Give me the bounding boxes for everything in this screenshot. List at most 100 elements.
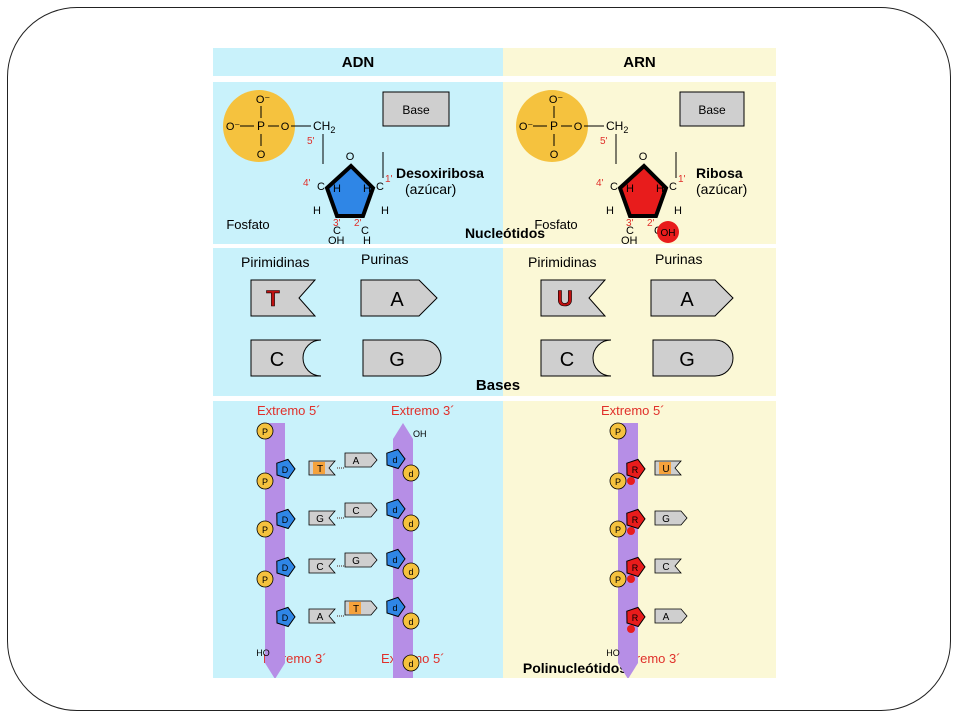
dna-ring-o: O (346, 151, 355, 163)
dna-left-phosphate-2 (256, 520, 274, 538)
dna-header-bg (213, 48, 503, 76)
dna-oh: OH (328, 235, 345, 244)
rna-phosphate-label-3: P (615, 575, 621, 585)
dna-right-base-1-shape (344, 502, 378, 518)
rna-sugar-label-3: R (632, 613, 639, 623)
dna-left-sugar-0 (276, 458, 296, 480)
rna-base-2-shape (654, 558, 682, 574)
rna-polynucleotide-panel (503, 401, 776, 678)
deoxyribose-pentagon (324, 163, 376, 218)
rna-header-bg (503, 48, 776, 76)
dna-base-a: A (390, 289, 404, 311)
rna-base-0-highlight (659, 462, 671, 474)
dna-right-base-1: C (352, 506, 359, 517)
dna-left-phosphate-label-1: P (262, 477, 268, 487)
dna-base-label: Base (402, 103, 430, 117)
rna-base-c-shape (540, 339, 612, 377)
dna-right-end3: Extremo 3´ (391, 403, 455, 418)
rna-header: ARN (623, 53, 656, 71)
dna-base-c-shape (250, 339, 322, 377)
bases-diagram: Pirimidinas Purinas Pirimidinas Purinas … (241, 251, 734, 394)
rna-phosphate-label-0: P (615, 427, 621, 437)
dna-left-base-3-shape (308, 608, 336, 624)
rna-c4-c: C (610, 181, 618, 193)
polynucleotides-title: Polinucleótidos (523, 660, 627, 676)
rna-sugar-0 (626, 458, 646, 480)
rna-p: P (550, 119, 558, 133)
rna-sugar-2 (626, 556, 646, 578)
dna-h4: H (333, 183, 341, 195)
rna-c4: 4' (596, 178, 604, 189)
rna-base-3-shape (654, 608, 688, 624)
dna-h1: H (363, 183, 371, 195)
dna-right-sugar-label-0: d (392, 455, 397, 465)
rna-sugar-note: (azúcar) (696, 181, 747, 197)
dna-base-box (382, 91, 450, 127)
ribose-pentagon (617, 163, 669, 218)
rna-base-c: C (560, 349, 574, 371)
rna-2oh-dot-2 (627, 575, 635, 583)
rna-phosphate-label-1: P (615, 477, 621, 487)
polynucleotides-diagram: Extremo 5´ Extremo 3´ Extremo 5´ Extremo… (256, 403, 688, 678)
rna-nucleotide: O⁻ P O⁻ O O Fosfato CH2 5' O C 4' C 1' H… (516, 90, 747, 244)
rna-sugar-1 (626, 508, 646, 530)
dna-pyrimidines-label: Pirimidinas (241, 254, 309, 270)
dna-base-a-shape (360, 279, 438, 317)
rna-c2: 2' (647, 218, 655, 229)
dna-left-phosphate-1 (256, 472, 274, 490)
rna-phosphate-0 (609, 422, 627, 440)
rna-base-box (679, 91, 745, 127)
dna-c4-c: C (317, 181, 325, 193)
dna-right-base-2: G (352, 556, 360, 567)
rna-phosphate-2 (609, 520, 627, 538)
rna-o-left: O⁻ (519, 121, 534, 133)
dna-phosphate-label: Fosfato (226, 217, 269, 232)
dna-right-sugar-3 (386, 596, 406, 618)
dna-left-sugar-label-0: D (282, 465, 289, 475)
dna-c3: 3' (333, 218, 341, 229)
dna-right-base-3: T (353, 604, 359, 615)
dna-left-base-0-highlight (313, 462, 325, 474)
dna-left-sugar-3 (276, 606, 296, 628)
rna-o-right: O (574, 121, 583, 133)
rna-c3: 3' (626, 218, 634, 229)
dna-c1: 1' (385, 174, 393, 185)
dna-c3-c: C (333, 225, 341, 237)
dna-right-phosphate-label-4: d (408, 659, 413, 669)
dna-p: P (257, 119, 265, 133)
dna-right-phosphate-label-1: d (408, 519, 413, 529)
rna-ring-o: O (639, 151, 648, 163)
dna-left-phosphate-0 (256, 422, 274, 440)
rna-o-top: O⁻ (549, 94, 564, 106)
dna-left-sugar-label-1: D (282, 515, 289, 525)
dna-right-phosphate-label-2: d (408, 567, 413, 577)
dna-left-sugar-label-3: D (282, 613, 289, 623)
dna-right-sugar-label-3: d (392, 603, 397, 613)
rna-2oh-dot-1 (627, 527, 635, 535)
nucleotides-diagram: O⁻ P O⁻ O O Fosfato CH2 5' O C 4' C 1' H… (223, 90, 747, 244)
rna-end5: Extremo 5´ (601, 403, 665, 418)
dna-left-base-3: A (317, 612, 324, 623)
rna-h-right: H (674, 205, 682, 217)
dna-left-base-2: C (316, 562, 323, 573)
rna-c5: 5' (600, 136, 608, 147)
dna-left-ho: HO (256, 648, 270, 658)
dna-right-base-2-shape (344, 552, 378, 568)
dna-c1-c: C (376, 181, 384, 193)
rna-sugar-label-1: R (632, 515, 639, 525)
dna-right-phosphate-1 (402, 514, 420, 532)
rna-phosphate-1 (609, 472, 627, 490)
dna-c5: 5' (307, 136, 315, 147)
dna-right-sugar-2 (386, 548, 406, 570)
rna-base-a-shape (650, 279, 734, 317)
dna-base-t-shape (250, 279, 317, 317)
rna-c1-c: C (669, 181, 677, 193)
rna-base-g-shape (652, 339, 734, 377)
rna-base-3: A (663, 612, 670, 623)
dna-right-phosphate-4 (402, 654, 420, 672)
dna-polynucleotide-panel (213, 401, 503, 678)
dna-right-phosphate-2 (402, 562, 420, 580)
rna-oh3: OH (621, 235, 638, 244)
nucleotides-title: Nucleótidos (465, 225, 545, 241)
